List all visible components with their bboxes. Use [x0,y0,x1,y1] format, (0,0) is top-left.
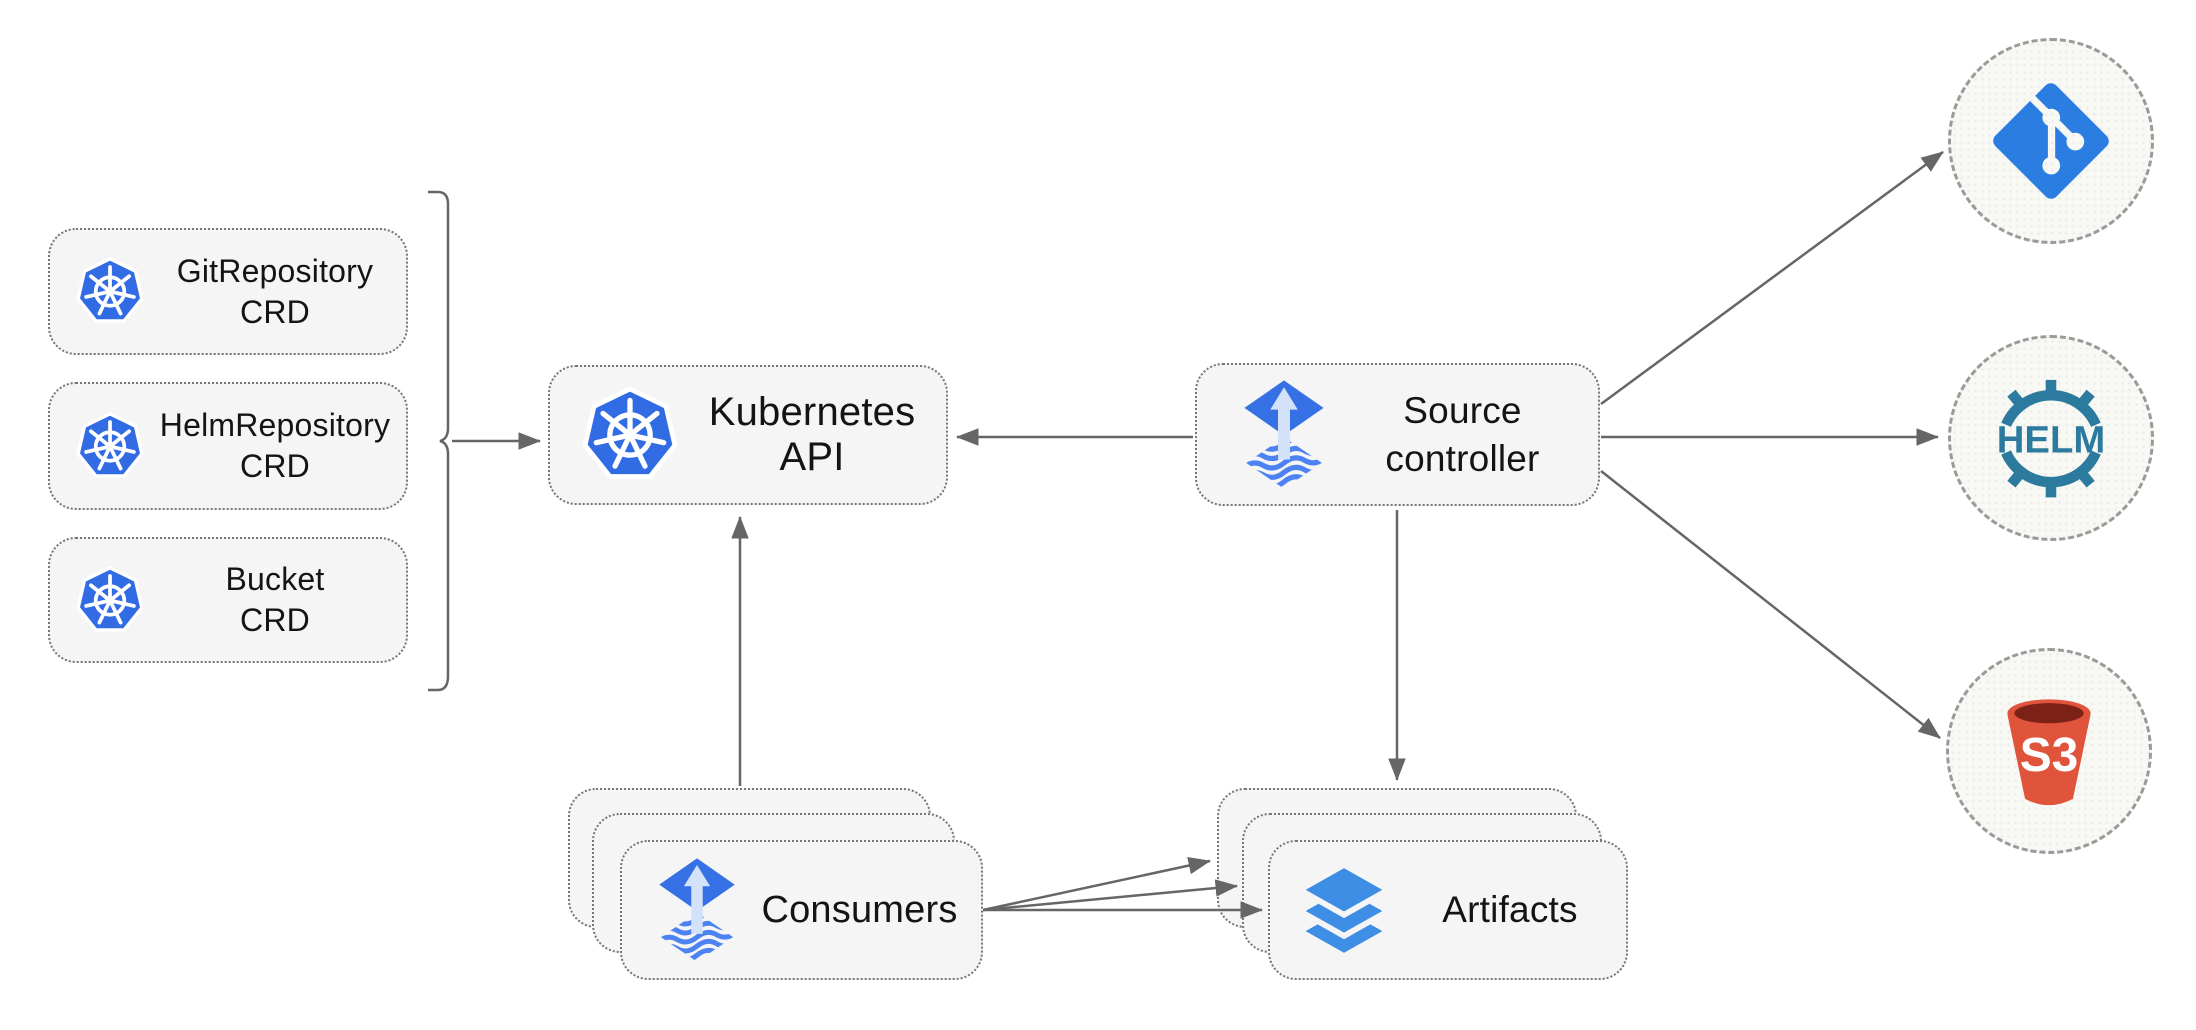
kubernetes-api-label: Kubernetes API [708,390,916,479]
kubernetes-api-box: Kubernetes API [548,365,948,505]
layers-icon [1294,862,1394,958]
helm-icon: HELM [1997,379,2105,498]
kubernetes-icon [76,411,144,478]
helmrepository-crd-label: HelmRepository CRD [159,407,391,484]
bucket-crd-label: Bucket CRD [225,561,325,638]
git-icon [1993,83,2109,199]
artifacts-box: Artifacts [1268,840,1628,980]
consumers-label: Consumers [761,888,958,931]
arrow-consumers-to-artifacts-2 [982,879,1238,912]
consumers-box: Consumers [620,840,983,980]
flux-icon [659,857,735,962]
kubernetes-icon [76,565,144,632]
artifacts-label: Artifacts [1442,889,1578,930]
flux-icon [1244,379,1324,489]
git-source-circle [1948,38,2154,244]
kubernetes-icon [582,386,678,479]
arrow-source-to-git [1600,150,1944,406]
source-controller-box: Source controller [1195,363,1600,506]
kubernetes-icon [76,256,144,323]
gitrepository-crd-box: GitRepository CRD [48,228,408,355]
arrow-consumers-to-artifacts-1 [982,856,1211,912]
gitrepository-crd-label: GitRepository CRD [176,252,374,330]
s3-source-circle: S3 [1946,648,2152,854]
helmrepository-crd-box: HelmRepository CRD [48,382,408,510]
helm-source-circle: HELM [1948,335,2154,541]
crd-group-brace [428,190,450,692]
arrow-source-to-s3 [1600,470,1941,739]
helm-logo-text: HELM [1997,419,2105,462]
bucket-crd-box: Bucket CRD [48,537,408,663]
s3-logo-text: S3 [2020,729,2079,782]
source-controller-label: Source controller [1385,390,1540,479]
s3-bucket-icon: S3 [2007,699,2091,806]
